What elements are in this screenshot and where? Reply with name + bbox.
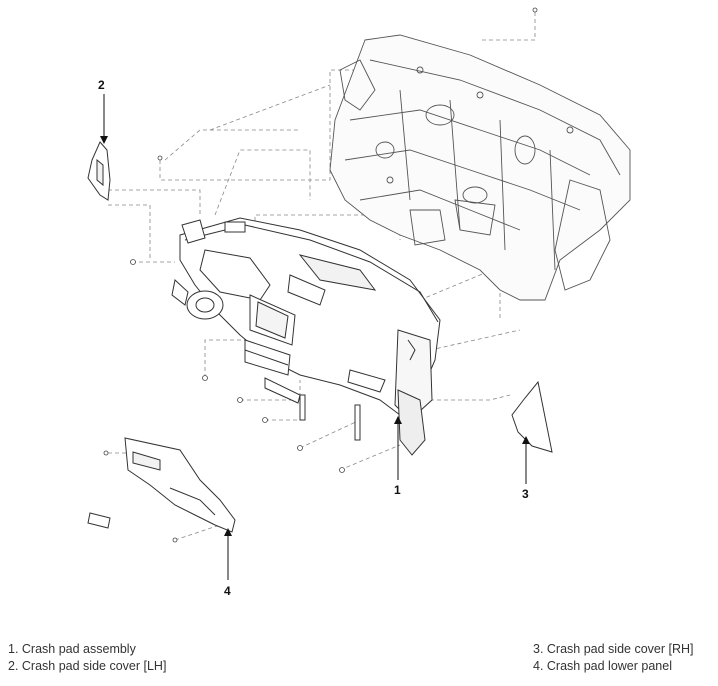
- callout-4: 4: [224, 584, 231, 598]
- crash-pad-assembly: [171, 217, 441, 456]
- legend-item-2: 2. Crash pad side cover [LH]: [8, 659, 167, 673]
- callout-3: 3: [522, 487, 529, 501]
- fasteners: [103, 7, 538, 543]
- side-cover-lh: [87, 141, 111, 201]
- legend-item-3: 3. Crash pad side cover [RH]: [533, 642, 694, 656]
- legend-item-4: 4. Crash pad lower panel: [533, 659, 672, 673]
- legend-right: 3. Crash pad side cover [RH] 4. Crash pa…: [533, 641, 694, 675]
- callout-arrows: [100, 94, 530, 580]
- crash-pad-lower-panel: [87, 437, 236, 533]
- body-structure: [329, 34, 631, 301]
- exploded-parts-diagram: 2 1 3 4: [87, 7, 631, 598]
- legend-left: 1. Crash pad assembly 2. Crash pad side …: [8, 641, 166, 675]
- legend-item-1: 1. Crash pad assembly: [8, 642, 136, 656]
- side-cover-rh: [511, 380, 553, 453]
- callout-2: 2: [98, 78, 105, 92]
- callout-1: 1: [394, 483, 401, 497]
